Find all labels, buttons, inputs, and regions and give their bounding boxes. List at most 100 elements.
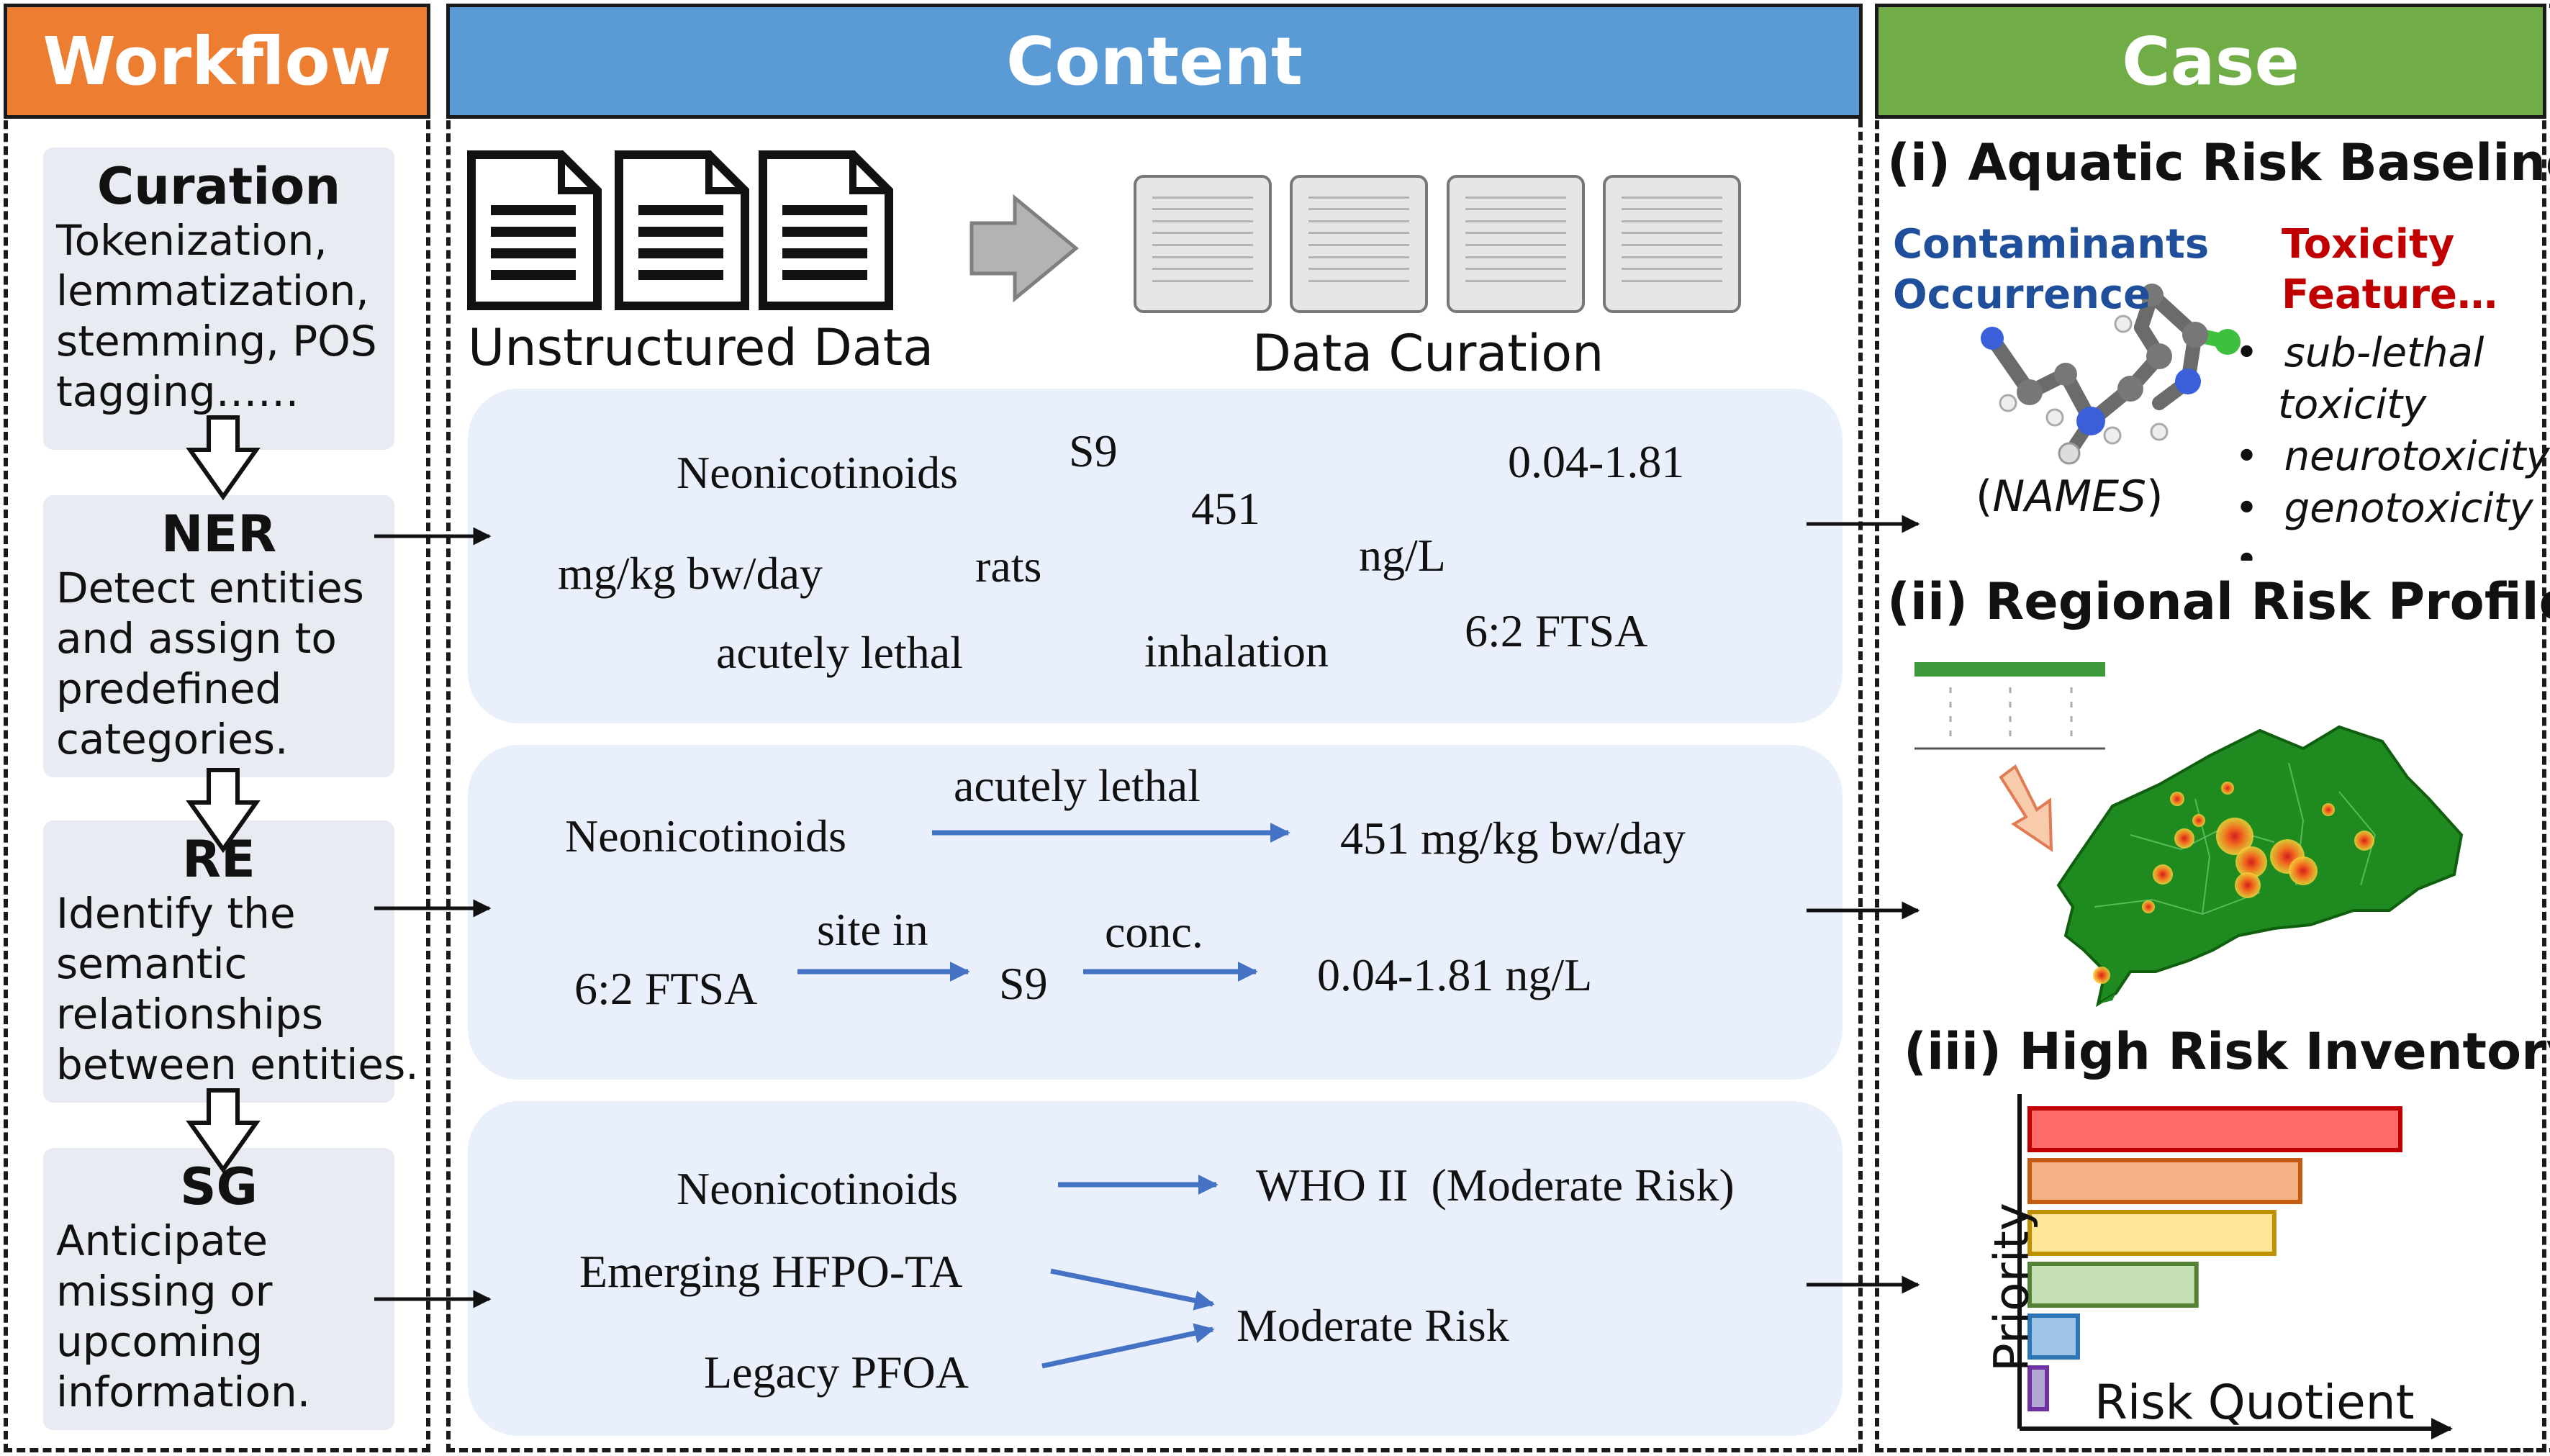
down-arrow-icon-3 <box>186 1088 261 1174</box>
ner-line-4: categories. <box>56 715 289 764</box>
case-header: Case <box>1875 4 2546 119</box>
inventory-bar-1 <box>2027 1106 2402 1152</box>
inventory-bar-4 <box>2027 1262 2199 1308</box>
re-box: RE Identify the semantic relationships b… <box>43 820 419 1103</box>
bullet-item-4: • … <box>2235 537 2325 561</box>
ner-term-451: 451 <box>1191 483 1260 534</box>
sg-subject-pfoa: Legacy PFOA <box>704 1347 969 1398</box>
curation-box: Curation Tokenization, lemmatization, st… <box>43 148 394 450</box>
re-line-2: semantic <box>56 939 248 988</box>
case-header-label: Case <box>2122 22 2300 100</box>
re-line-3: relationships <box>56 990 324 1039</box>
content-right-border <box>1858 119 1863 1452</box>
contaminants-label: Contaminants Occurrence <box>1893 220 2209 320</box>
curation-line-4: tagging…… <box>56 367 299 416</box>
inventory-bar-2 <box>2027 1158 2302 1204</box>
curation-title: Curation <box>96 157 341 216</box>
ner-term-acutely: acutely lethal <box>716 627 963 678</box>
ner-line-3: predefined <box>56 664 282 713</box>
curation-arrow-icon <box>969 194 1079 303</box>
curated-record-1 <box>1134 175 1272 313</box>
re-line-4: between entities. <box>56 1040 419 1089</box>
re-relation-acutely: acutely lethal <box>954 760 1201 811</box>
baselines-title: (i) Aquatic Risk Baselines <box>1887 133 2550 192</box>
ner-box: NER Detect entities and assign to predef… <box>43 495 394 777</box>
re-relation-conc: conc. <box>1105 906 1203 957</box>
ner-term-mgkg: mg/kg bw/day <box>558 548 823 599</box>
toxicity-line-2: Feature… <box>2282 271 2497 318</box>
column-gap <box>1863 0 1875 1456</box>
inventory-bar-6 <box>2027 1365 2049 1411</box>
contaminants-line-2: Occurrence <box>1893 271 2151 318</box>
content-header-label: Content <box>1005 22 1303 100</box>
ner-panel <box>468 389 1843 723</box>
toxicity-label: Toxicity Feature… <box>2282 220 2497 320</box>
bullet-item-1: • sub-lethal <box>2235 330 2485 376</box>
ner-line-1: Detect entities <box>56 564 364 612</box>
ner-term-ngl: ng/L <box>1359 530 1446 581</box>
data-table-icon <box>1914 662 2105 750</box>
toxicity-bullets: • sub-lethal toxicity • neurotoxicity • … <box>2235 327 2550 561</box>
sg-box: SG Anticipate missing or upcoming inform… <box>43 1148 394 1430</box>
ner-term-s9: S9 <box>1069 425 1118 476</box>
sg-line-4: information. <box>56 1367 311 1416</box>
sg-subject-neonicotinoids: Neonicotinoids <box>677 1163 959 1214</box>
inventory-chart-axes <box>2017 1094 2453 1439</box>
sg-panel <box>468 1101 1843 1436</box>
bullet-item-3: • genotoxicity <box>2235 485 2533 532</box>
ner-line-2: and assign to <box>56 614 337 663</box>
inventory-bars <box>2027 1106 2402 1411</box>
document-icon-1 <box>467 150 602 310</box>
curation-line-1: Tokenization, <box>56 216 327 265</box>
ner-term-inhalation: inhalation <box>1144 625 1329 677</box>
data-curation-label: Data Curation <box>1252 324 1604 383</box>
ner-title: NER <box>160 505 277 564</box>
content-header: Content <box>446 4 1863 119</box>
sg-line-3: upcoming <box>56 1317 263 1366</box>
inventory-xlabel: Risk Quotient <box>2094 1375 2415 1430</box>
sg-title: SG <box>180 1157 258 1216</box>
ner-term-neonicotinoids: Neonicotinoids <box>677 447 959 498</box>
re-relation-site: site in <box>817 904 928 955</box>
down-arrow-icon-1 <box>186 415 261 501</box>
curated-record-2 <box>1290 175 1428 313</box>
inventory-bar-5 <box>2027 1313 2080 1360</box>
sg-arrow-pfoa <box>1041 1323 1215 1369</box>
profiles-title: (ii) Regional Risk Profiles <box>1887 572 2550 631</box>
sg-object-moderate: Moderate Risk <box>1236 1300 1509 1351</box>
sg-subject-hfpo: Emerging HFPO-TA <box>579 1246 963 1297</box>
ner-term-range: 0.04-1.81 <box>1508 436 1685 487</box>
re-object-conc: 0.04-1.81 ng/L <box>1317 949 1593 1000</box>
inventory-ylabel: Priority <box>1984 1203 2040 1372</box>
workflow-header-label: Workflow <box>42 22 392 100</box>
curation-line-2: lemmatization, <box>56 266 369 315</box>
workflow-header: Workflow <box>4 4 430 119</box>
re-panel <box>468 745 1843 1080</box>
bullet-item-2: • neurotoxicity <box>2235 433 2550 480</box>
curated-record-3 <box>1447 175 1585 313</box>
document-icon-3 <box>759 150 893 310</box>
document-icon-2 <box>615 150 749 310</box>
names-text: NAMES <box>1992 471 2147 522</box>
re-mid-s9: S9 <box>999 958 1048 1009</box>
sg-line-1: Anticipate <box>56 1216 268 1265</box>
re-subject-neonicotinoids: Neonicotinoids <box>565 810 847 862</box>
ner-term-ftsa: 6:2 FTSA <box>1465 605 1648 656</box>
unstructured-data-label: Unstructured Data <box>468 318 934 377</box>
inventory-bar-3 <box>2027 1210 2277 1256</box>
curation-line-3: stemming, POS <box>56 317 377 366</box>
curated-record-4 <box>1603 175 1741 313</box>
sg-arrow-hfpo <box>1050 1268 1215 1311</box>
molecule-icon <box>1981 284 2241 465</box>
re-subject-ftsa: 6:2 FTSA <box>574 963 758 1014</box>
toxicity-line-1: Toxicity <box>2282 221 2455 268</box>
contaminants-line-1: Contaminants <box>1893 221 2210 268</box>
bullet-item-1-cont: toxicity <box>2278 381 2427 428</box>
sg-line-2: missing or <box>56 1267 273 1316</box>
sg-object-who: WHO II (Moderate Risk) <box>1256 1159 1735 1211</box>
regional-map <box>2056 725 2464 1008</box>
table-to-map-arrow-icon <box>1999 764 2053 852</box>
re-object-dose: 451 mg/kg bw/day <box>1340 813 1686 864</box>
inventory-title: (iii) High Risk Inventory <box>1904 1022 2550 1081</box>
